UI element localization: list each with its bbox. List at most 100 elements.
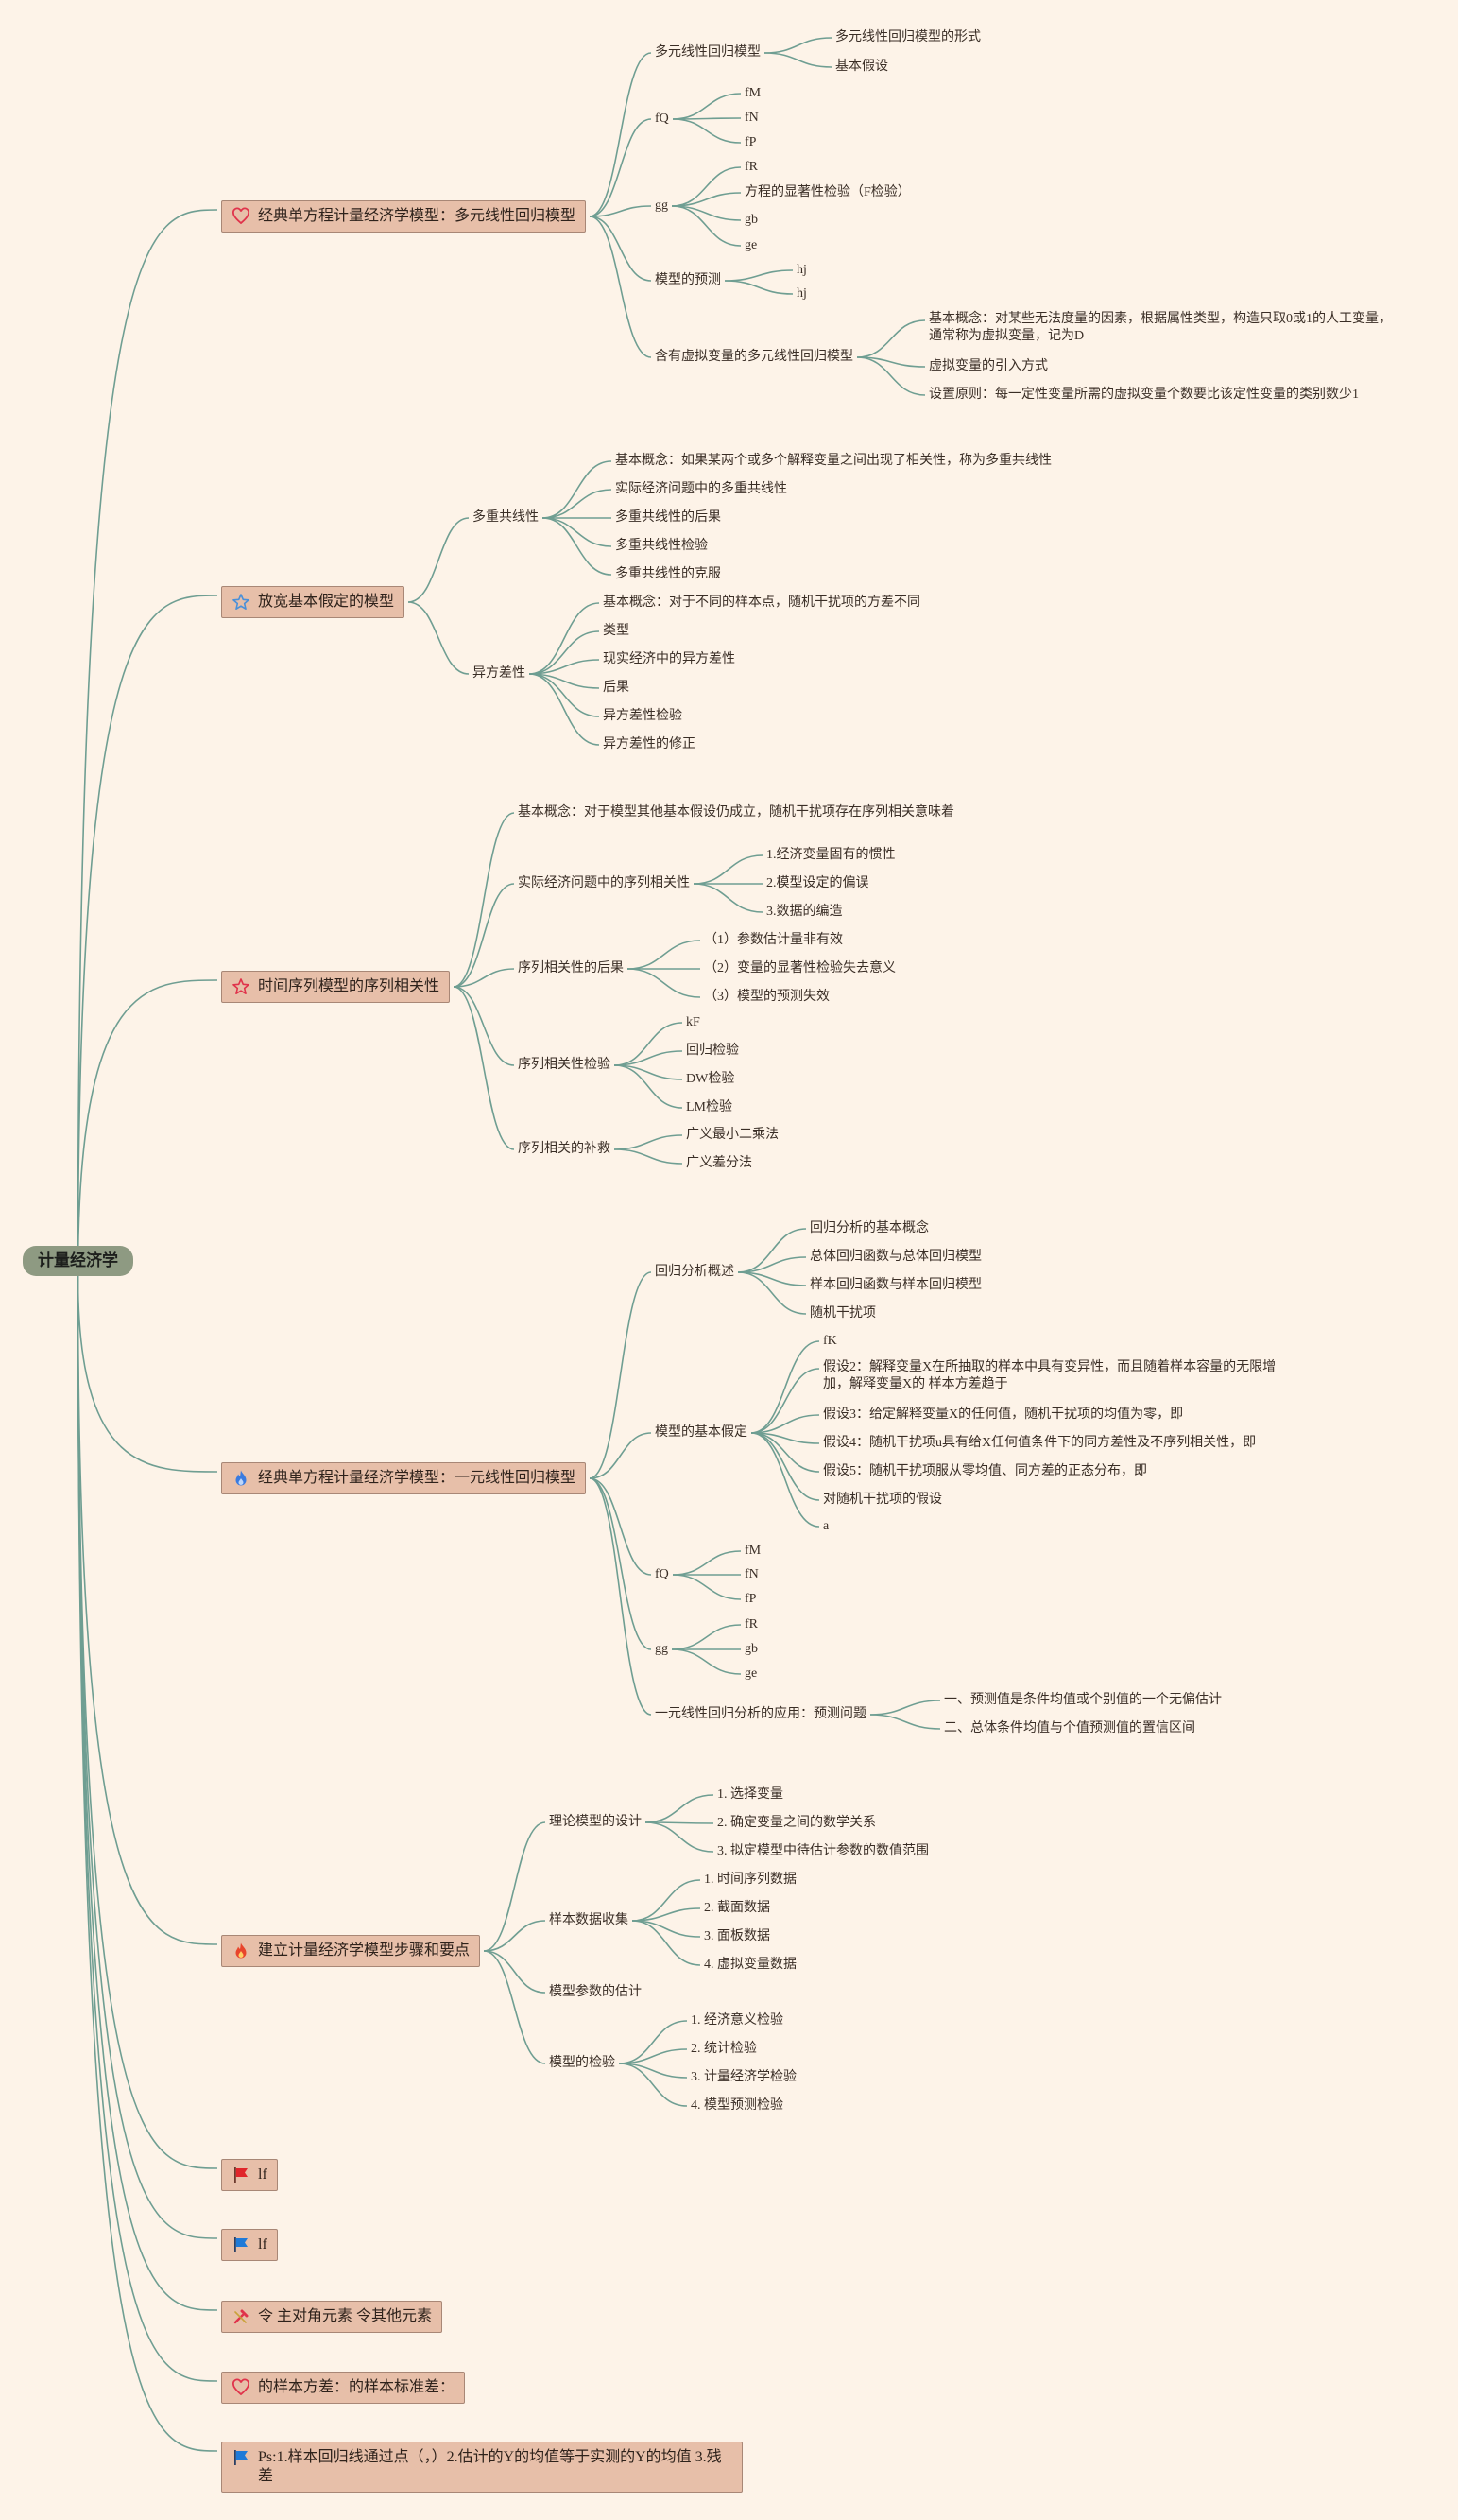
topic-multi-regression-model[interactable]: 多元线性回归模型 xyxy=(655,45,761,60)
subtopic-parameter-range[interactable]: 3. 拟定模型中待估计参数的数值范围 xyxy=(717,1844,929,1858)
topic-model-testing[interactable]: 模型的检验 xyxy=(549,2056,615,2070)
topic-gg[interactable]: gg xyxy=(655,198,668,213)
topic-theory-model-design[interactable]: 理论模型的设计 xyxy=(549,1815,642,1829)
topic-fq[interactable]: fQ xyxy=(655,112,669,126)
subtopic-dummy-introduction[interactable]: 虚拟变量的引入方式 xyxy=(929,359,1048,373)
subtopic-generalized-difference[interactable]: 广义差分法 xyxy=(686,1156,752,1170)
subtopic-panel-data[interactable]: 3. 面板数据 xyxy=(704,1929,770,1943)
branch-lf-red[interactable]: lf xyxy=(221,2159,278,2191)
subtopic-f-test[interactable]: 方程的显著性检验（F检验） xyxy=(745,185,911,199)
topic-model-prediction[interactable]: 模型的预测 xyxy=(655,273,721,287)
subtopic-assumption-3[interactable]: 假设3：给定解释变量X的任何值，随机干扰项的均值为零，即 xyxy=(823,1407,1184,1422)
subtopic-fm[interactable]: fM xyxy=(745,86,762,100)
subtopic-gb[interactable]: gb xyxy=(745,213,758,227)
subtopic-het-real[interactable]: 现实经济中的异方差性 xyxy=(603,652,735,666)
subtopic-hj-2[interactable]: hj xyxy=(797,286,807,301)
topic-dummy-variable-model[interactable]: 含有虚拟变量的多元线性回归模型 xyxy=(655,350,853,364)
subtopic-population-regression[interactable]: 总体回归函数与总体回归模型 xyxy=(810,1250,982,1264)
subtopic-prediction-fail[interactable]: （3）模型的预测失效 xyxy=(704,990,830,1004)
branch-model-building[interactable]: 建立计量经济学模型步骤和要点 xyxy=(221,1935,481,1967)
subtopic-het-concept[interactable]: 基本概念：对于不同的样本点，随机干扰项的方差不同 xyxy=(603,595,920,610)
subtopic-statistical-test[interactable]: 2. 统计检验 xyxy=(691,2042,757,2056)
branch-ps-notes[interactable]: Ps:1.样本回归线通过点（，）2.估计的Y的均值等于实测的Y的均值 3.残差 xyxy=(221,2442,743,2493)
subtopic-economic-test[interactable]: 1. 经济意义检验 xyxy=(691,2013,783,2028)
topic-basic-assumptions[interactable]: 模型的基本假定 xyxy=(655,1425,747,1440)
subtopic-select-variables[interactable]: 1. 选择变量 xyxy=(717,1787,783,1802)
topic-sc-concept[interactable]: 基本概念：对于模型其他基本假设仍成立，随机干扰项存在序列相关意味着 xyxy=(518,805,954,820)
topic-heteroscedasticity[interactable]: 异方差性 xyxy=(472,666,525,681)
subtopic-fp[interactable]: fP xyxy=(745,1592,757,1606)
subtopic-gls[interactable]: 广义最小二乘法 xyxy=(686,1128,779,1142)
subtopic-dummy-data[interactable]: 4. 虚拟变量数据 xyxy=(704,1958,797,1972)
subtopic-cross-section-data[interactable]: 2. 截面数据 xyxy=(704,1901,770,1915)
subtopic-confidence-interval[interactable]: 二、总体条件均值与个值预测值的置信区间 xyxy=(944,1721,1195,1735)
subtopic-fm[interactable]: fM xyxy=(745,1544,762,1558)
subtopic-lm-test[interactable]: LM检验 xyxy=(686,1100,732,1114)
subtopic-fr[interactable]: fR xyxy=(745,1617,758,1631)
subtopic-regression-test[interactable]: 回归检验 xyxy=(686,1044,739,1058)
subtopic-disturbance-assumptions[interactable]: 对随机干扰项的假设 xyxy=(823,1493,942,1507)
subtopic-sample-regression[interactable]: 样本回归函数与样本回归模型 xyxy=(810,1278,982,1292)
root-topic[interactable]: 计量经济学 xyxy=(23,1246,133,1276)
branch-lf-blue[interactable]: lf xyxy=(221,2229,278,2261)
subtopic-fp[interactable]: fP xyxy=(745,135,757,149)
subtopic-econometric-test[interactable]: 3. 计量经济学检验 xyxy=(691,2070,797,2084)
topic-regression-overview[interactable]: 回归分析概述 xyxy=(655,1265,734,1279)
subtopic-data-fabrication[interactable]: 3.数据的编造 xyxy=(766,905,843,919)
subtopic-assumption-4[interactable]: 假设4：随机干扰项u具有给X任何值条件下的同方差性及不序列相关性，即 xyxy=(823,1436,1257,1450)
topic-gg[interactable]: gg xyxy=(655,1642,668,1656)
subtopic-fn[interactable]: fN xyxy=(745,1567,759,1581)
subtopic-dw-test[interactable]: DW检验 xyxy=(686,1072,735,1086)
topic-fq[interactable]: fQ xyxy=(655,1567,669,1581)
branch-relaxed-assumptions[interactable]: 放宽基本假定的模型 xyxy=(221,586,405,618)
subtopic-a[interactable]: a xyxy=(823,1519,830,1533)
topic-sc-consequences[interactable]: 序列相关性的后果 xyxy=(518,961,624,975)
subtopic-hj-1[interactable]: hj xyxy=(797,263,807,277)
subtopic-basic-assumptions[interactable]: 基本假设 xyxy=(835,60,888,74)
subtopic-model-form[interactable]: 多元线性回归模型的形式 xyxy=(835,30,981,44)
subtopic-dummy-concept[interactable]: 基本概念：对某些无法度量的因素，根据属性类型，构造只取0或1的人工变量，通常称为… xyxy=(929,312,1392,343)
subtopic-het-types[interactable]: 类型 xyxy=(603,624,629,638)
subtopic-ge[interactable]: ge xyxy=(745,1666,758,1681)
topic-sc-tests[interactable]: 序列相关性检验 xyxy=(518,1058,610,1072)
subtopic-specification-bias[interactable]: 2.模型设定的偏误 xyxy=(766,876,869,890)
subtopic-gb[interactable]: gb xyxy=(745,1642,758,1656)
topic-prediction-application[interactable]: 一元线性回归分析的应用：预测问题 xyxy=(655,1707,866,1721)
topic-multicollinearity[interactable]: 多重共线性 xyxy=(472,510,539,525)
subtopic-mc-test[interactable]: 多重共线性检验 xyxy=(615,539,708,553)
branch-serial-correlation[interactable]: 时间序列模型的序列相关性 xyxy=(221,971,451,1003)
subtopic-het-correction[interactable]: 异方差性的修正 xyxy=(603,737,695,751)
subtopic-math-relation[interactable]: 2. 确定变量之间的数学关系 xyxy=(717,1816,876,1830)
subtopic-disturbance[interactable]: 随机干扰项 xyxy=(810,1306,876,1320)
subtopic-regression-concept[interactable]: 回归分析的基本概念 xyxy=(810,1221,929,1235)
subtopic-kf[interactable]: kF xyxy=(686,1015,700,1029)
subtopic-ge[interactable]: ge xyxy=(745,238,758,252)
subtopic-fk[interactable]: fK xyxy=(823,1334,837,1348)
subtopic-inefficient-estimates[interactable]: （1）参数估计量非有效 xyxy=(704,933,843,947)
subtopic-unbiased-estimate[interactable]: 一、预测值是条件均值或个别值的一个无偏估计 xyxy=(944,1693,1222,1707)
topic-sc-real[interactable]: 实际经济问题中的序列相关性 xyxy=(518,876,690,890)
subtopic-mc-real[interactable]: 实际经济问题中的多重共线性 xyxy=(615,482,787,496)
topic-sample-data[interactable]: 样本数据收集 xyxy=(549,1913,628,1927)
subtopic-assumption-5[interactable]: 假设5：随机干扰项服从零均值、同方差的正态分布，即 xyxy=(823,1464,1147,1478)
topic-parameter-estimation[interactable]: 模型参数的估计 xyxy=(549,1985,642,1999)
subtopic-het-test[interactable]: 异方差性检验 xyxy=(603,709,682,723)
topic-sc-remedy[interactable]: 序列相关的补救 xyxy=(518,1142,610,1156)
subtopic-het-consequences[interactable]: 后果 xyxy=(603,681,629,695)
subtopic-prediction-test[interactable]: 4. 模型预测检验 xyxy=(691,2098,783,2113)
subtopic-mc-consequences[interactable]: 多重共线性的后果 xyxy=(615,510,721,525)
branch-diagonal-elements[interactable]: 令 主对角元素 令其他元素 xyxy=(221,2301,443,2333)
branch-multiple-regression[interactable]: 经典单方程计量经济学模型：多元线性回归模型 xyxy=(221,200,587,233)
branch-sample-variance[interactable]: 的样本方差：的样本标准差： xyxy=(221,2372,466,2404)
subtopic-dummy-principle[interactable]: 设置原则：每一定性变量所需的虚拟变量个数要比该定性变量的类别数少1 xyxy=(929,388,1359,402)
subtopic-fr[interactable]: fR xyxy=(745,160,758,174)
subtopic-mc-remedy[interactable]: 多重共线性的克服 xyxy=(615,567,721,581)
subtopic-mc-concept[interactable]: 基本概念：如果某两个或多个解释变量之间出现了相关性，称为多重共线性 xyxy=(615,454,1052,468)
connector-line xyxy=(671,1648,742,1675)
subtopic-time-series-data[interactable]: 1. 时间序列数据 xyxy=(704,1873,797,1887)
subtopic-inertia[interactable]: 1.经济变量固有的惯性 xyxy=(766,848,896,862)
subtopic-fn[interactable]: fN xyxy=(745,111,759,125)
branch-simple-regression[interactable]: 经典单方程计量经济学模型：一元线性回归模型 xyxy=(221,1462,587,1494)
subtopic-assumption-2[interactable]: 假设2：解释变量X在所抽取的样本中具有变异性，而且随着样本容量的无限增加，解释变… xyxy=(823,1360,1277,1391)
subtopic-test-invalid[interactable]: （2）变量的显著性检验失去意义 xyxy=(704,961,896,975)
